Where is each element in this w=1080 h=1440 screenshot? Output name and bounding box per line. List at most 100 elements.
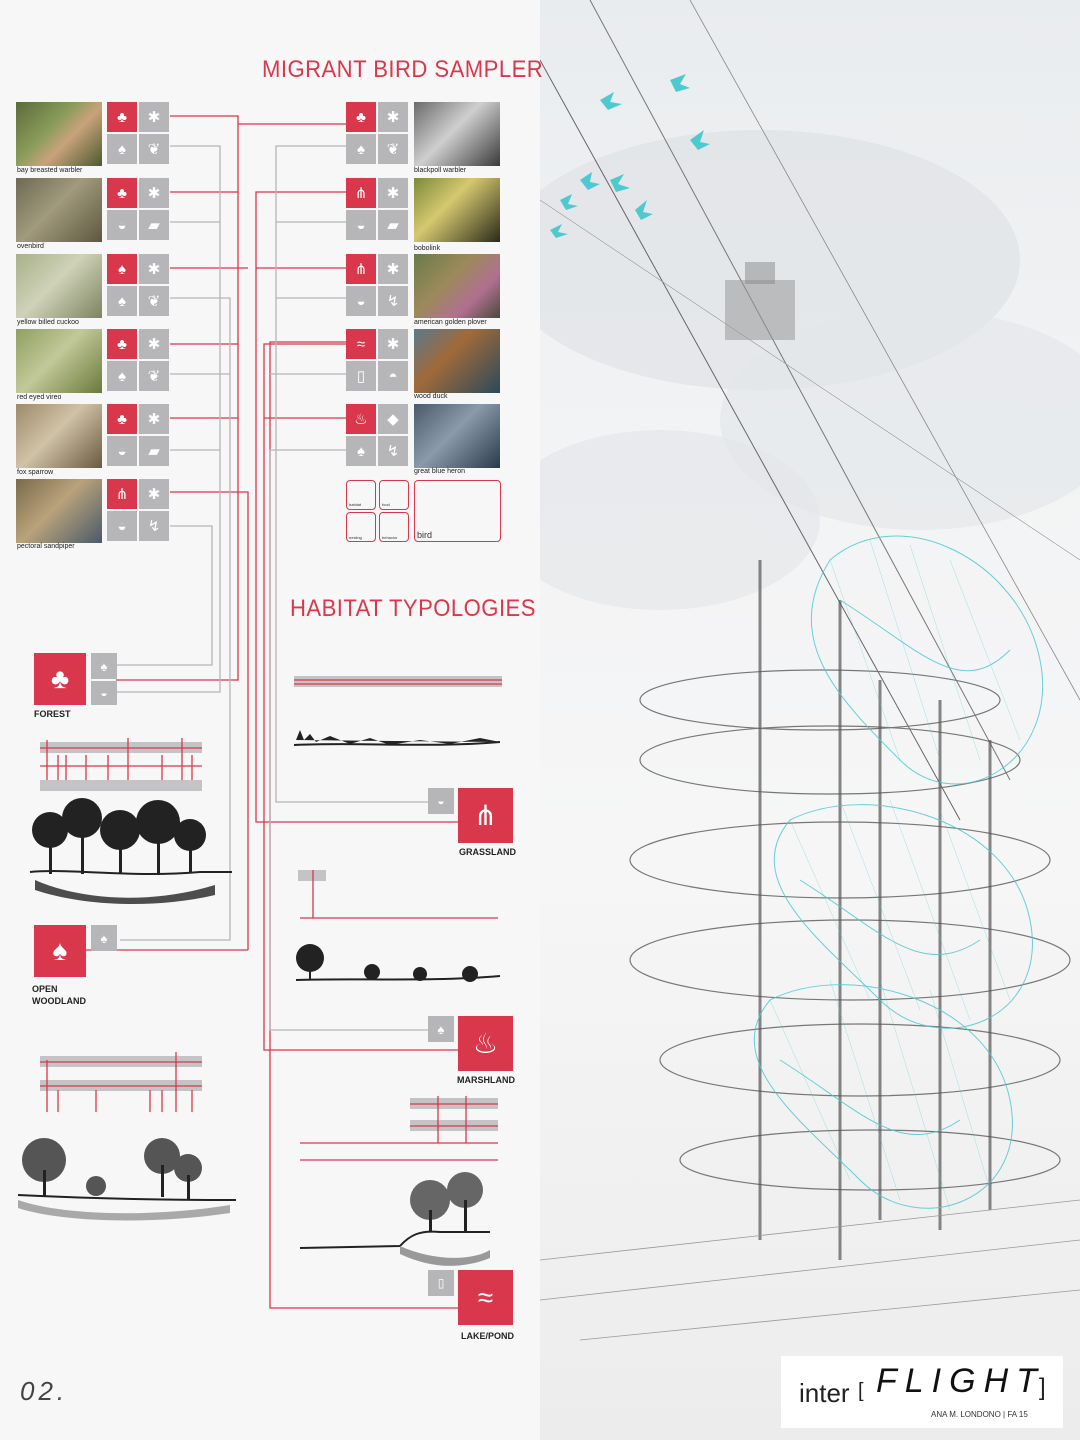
bird-caption: yellow billed cuckoo (17, 319, 79, 326)
tree-nest-icon: ♠ (346, 134, 376, 164)
insect-icon: ✱ (139, 254, 169, 284)
ground-nest-icon: ◒ (346, 210, 376, 240)
tree-nest-icon: ♠ (107, 134, 137, 164)
bird-photo (414, 178, 500, 242)
insect-icon: ✱ (139, 479, 169, 509)
insect-icon: ✱ (139, 178, 169, 208)
bird-photo (16, 404, 102, 468)
bird-caption: red eyed vireo (17, 394, 62, 401)
grassland-icon: ⋔ (107, 479, 137, 509)
wading-icon: ↯ (378, 286, 408, 316)
bird-caption: pectoral sandpiper (17, 543, 75, 550)
cavity-nest-icon: ▯ (428, 1270, 454, 1296)
habitat-typologies-title: HABITAT TYPOLOGIES (290, 595, 536, 622)
lake-icon: ≈ (346, 329, 376, 359)
fish-icon: ◆ (378, 404, 408, 434)
marshland-label: MARSHLAND (457, 1075, 515, 1085)
logo-prefix: inter (799, 1378, 850, 1408)
forest-habitat-icon: ♣ (34, 653, 86, 705)
bird-photo (414, 404, 500, 468)
lake-strata-diagram (299, 1096, 498, 1266)
ground-nest-icon: ◒ (107, 511, 137, 541)
logo-bracket-close: ] (1039, 1374, 1046, 1401)
bird-photo (16, 479, 102, 543)
insect-icon: ✱ (378, 178, 408, 208)
legend-bird-label: bird (417, 530, 433, 540)
legend-habitat-box (346, 480, 376, 510)
tree-nest-icon: ♠ (91, 653, 117, 679)
bird-caption: great blue heron (414, 468, 465, 475)
dabbling-icon: ◓ (378, 361, 408, 391)
open-woodland-section-drawing (17, 1138, 237, 1221)
forest-label: FOREST (34, 709, 71, 719)
insect-icon: ✱ (139, 329, 169, 359)
ground-nest-icon: ◒ (107, 210, 137, 240)
legend-nesting-box (346, 512, 376, 542)
bird-photo (414, 254, 500, 318)
bird-photo (16, 329, 102, 393)
legend-bird-box (414, 480, 501, 542)
bird-caption: blackpoll warbler (414, 167, 467, 174)
forest-icon: ♣ (107, 329, 137, 359)
forest-icon: ♣ (107, 178, 137, 208)
bird-photo (414, 102, 500, 166)
tree-nest-icon: ♠ (428, 1016, 454, 1042)
bird-photo (16, 254, 102, 318)
architectural-render (540, 0, 1080, 1440)
bird-caption: bay breasted warbler (17, 167, 83, 174)
marshland-habitat-icon: ♨ (458, 1016, 513, 1071)
insect-icon: ✱ (139, 102, 169, 132)
tree-nest-icon: ♠ (107, 286, 137, 316)
branch-icon: ❦ (378, 134, 408, 164)
grassland-icon: ⋔ (346, 254, 376, 284)
ground-nest-icon: ◒ (91, 681, 117, 705)
bird-caption: ovenbird (17, 243, 44, 250)
branch-icon: ❦ (139, 361, 169, 391)
legend-habitat-label: habitat (349, 502, 362, 507)
ground-nest-icon: ◒ (107, 436, 137, 466)
bird-sampler-title: MIGRANT BIRD SAMPLER (262, 56, 544, 83)
bird-photo (414, 329, 500, 393)
cyan-birds (550, 74, 710, 238)
render-drawing (540, 0, 1080, 1341)
branch-icon: ❦ (139, 134, 169, 164)
insect-icon: ✱ (378, 329, 408, 359)
insect-icon: ✱ (378, 102, 408, 132)
marshland-icon: ♨ (346, 404, 376, 434)
forest-icon: ♣ (346, 102, 376, 132)
legend-behavior-box (379, 512, 409, 542)
page-number: 02. (20, 1376, 69, 1406)
habitat-sections (17, 676, 502, 1266)
tree-nest-icon: ♠ (91, 925, 117, 951)
open-woodland-strata-diagram (40, 1052, 202, 1112)
lake-pond-label: LAKE/POND (461, 1331, 515, 1341)
bird-caption: american golden plover (414, 319, 487, 326)
bird-caption: fox sparrow (17, 469, 54, 476)
bird-caption: wood duck (414, 393, 448, 400)
ground-nest-icon: ◒ (346, 286, 376, 316)
bird-photo (16, 178, 102, 242)
tree-nest-icon: ♠ (346, 436, 376, 466)
legend-nesting-label: nesting (349, 535, 362, 540)
grassland-icon: ⋔ (346, 178, 376, 208)
logo-credit: ANA M. LONDONO | FA 15 (931, 1410, 1028, 1419)
marshland-strata-diagram (295, 870, 501, 982)
wading-icon: ↯ (378, 436, 408, 466)
ground-forage-icon: ▰ (139, 210, 169, 240)
open-woodland-habitat-icon: ♠ (34, 925, 86, 977)
forest-section-drawing (29, 798, 232, 905)
cavity-nest-icon: ▯ (346, 361, 376, 391)
branch-icon: ❦ (139, 286, 169, 316)
legend-food-box (379, 480, 409, 510)
insect-icon: ✱ (139, 404, 169, 434)
bird-caption: bobolink (414, 245, 441, 252)
open-woodland-label-1: OPEN (32, 984, 58, 994)
ground-forage-icon: ▰ (139, 436, 169, 466)
ground-forage-icon: ▰ (378, 210, 408, 240)
grassland-strata-diagram (293, 676, 502, 746)
ground-nest-icon: ◒ (428, 788, 454, 814)
connector-lines (86, 115, 458, 1309)
forest-icon: ♣ (107, 102, 137, 132)
insect-icon: ✱ (378, 254, 408, 284)
lake-pond-habitat-icon: ≈ (458, 1270, 513, 1325)
